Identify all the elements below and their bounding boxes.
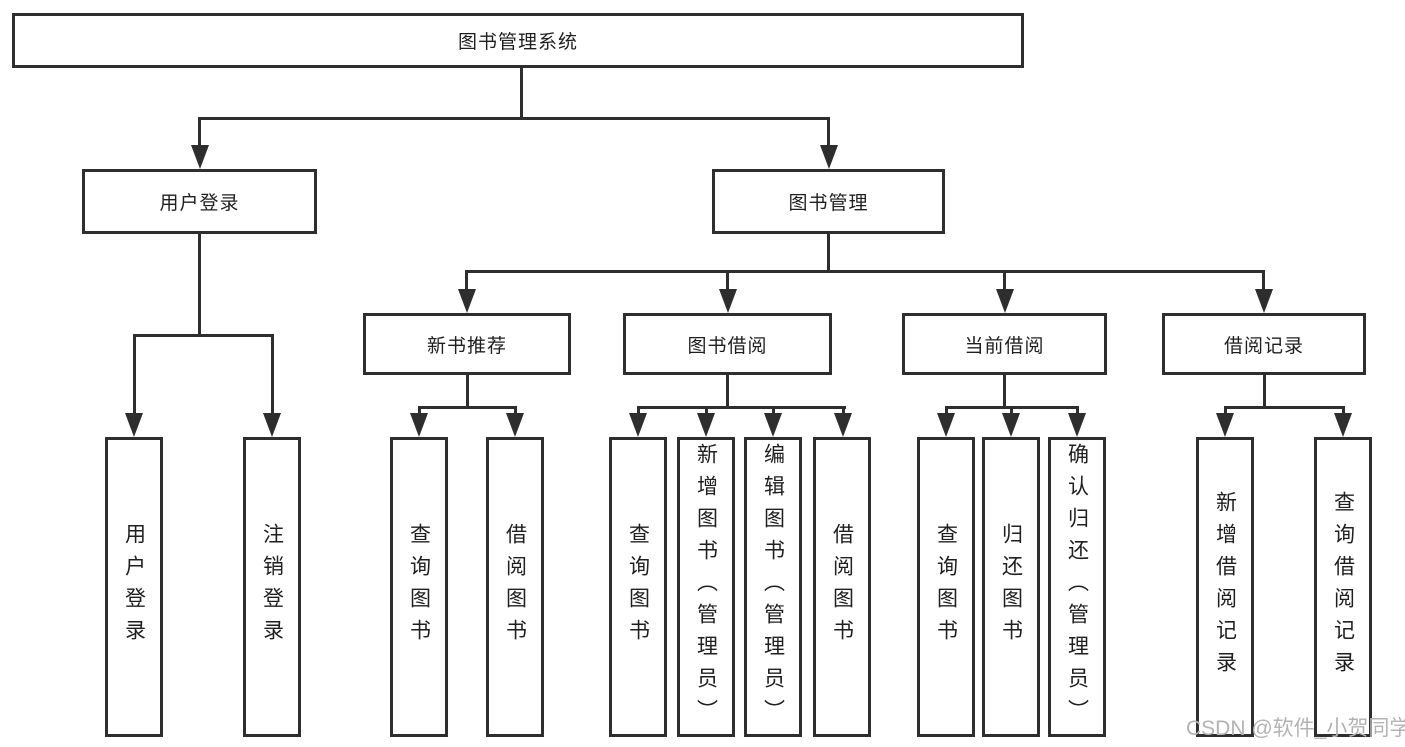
node-user-login: 用户登录: [82, 169, 317, 234]
leaf-label: 编辑图书（管理员）: [761, 443, 785, 731]
leaf-label: 查询借阅记录: [1331, 491, 1355, 683]
leaf-borrow-books: 借阅图书: [813, 437, 871, 737]
node-borrow-records: 借阅记录: [1162, 313, 1366, 375]
leaf-return-books: 归还图书: [982, 437, 1040, 737]
node-new-book-recommend: 新书推荐: [363, 313, 571, 375]
connector-book-mgmt-stem: [827, 117, 830, 150]
connector-level3-hline: [465, 270, 1265, 273]
arrow-to-book-borrow: [719, 289, 737, 313]
connector-new-books-stem: [465, 270, 468, 295]
leaf-label: 查询图书: [934, 523, 958, 651]
arrow-to-new-books: [458, 289, 476, 313]
leaf-add-books-admin: 新增图书（管理员）: [677, 437, 735, 737]
arrow-br-leaf2: [1334, 413, 1352, 437]
connector-current-borrow-vline: [1003, 375, 1006, 408]
arrow-to-book-mgmt: [820, 145, 838, 169]
connector-book-borrow-vline: [726, 375, 729, 408]
connector-borrow-records-vline: [1263, 375, 1266, 408]
leaf-logout-login: 注销登录: [243, 437, 301, 737]
arrow-to-leaf-login: [125, 413, 143, 437]
connector-br-leaf2-stem: [1342, 406, 1345, 418]
connector-new-books-branch-hline: [418, 406, 517, 409]
leaf-label: 借阅图书: [830, 523, 854, 651]
connector-current-borrow-stem: [1003, 270, 1006, 295]
leaf-query-borrow-record: 查询借阅记录: [1314, 437, 1372, 737]
node-book-management: 图书管理: [712, 169, 945, 234]
watermark: CSDN @软件_小贺同学: [1186, 717, 1405, 740]
leaf-borrow-books-recommend: 借阅图书: [486, 437, 544, 737]
leaf-label: 用户登录: [122, 523, 146, 651]
arrow-cb-leaf2: [1002, 413, 1020, 437]
arrow-cb-leaf3: [1068, 413, 1086, 437]
leaf-query-books-current: 查询图书: [917, 437, 975, 737]
connector-book-borrow-branch-hline: [637, 406, 846, 409]
connector-bb-leaf3-stem: [772, 406, 775, 418]
connector-borrow-records-branch-hline: [1224, 406, 1345, 409]
arrow-nb-leaf2: [506, 413, 524, 437]
leaf-label: 新增图书（管理员）: [694, 443, 718, 731]
arrow-to-user-login: [191, 145, 209, 169]
leaf-label: 新增借阅记录: [1213, 491, 1237, 683]
leaf-label: 查询图书: [407, 523, 431, 651]
arrow-nb-leaf1: [410, 413, 428, 437]
connector-br-leaf1-stem: [1224, 406, 1227, 418]
connector-cb-leaf1-stem: [945, 406, 948, 418]
connector-user-login-vline: [198, 233, 201, 336]
arrow-bb-leaf2: [697, 413, 715, 437]
leaf-label: 确认归还（管理员）: [1065, 443, 1089, 731]
leaf-confirm-return-admin: 确认归还（管理员）: [1048, 437, 1106, 737]
leaf-label: 注销登录: [260, 523, 284, 651]
connector-new-books-vline: [466, 375, 469, 408]
node-book-borrow: 图书借阅: [623, 313, 832, 375]
connector-user-login-stem: [198, 117, 201, 150]
connector-cb-leaf2-stem: [1010, 406, 1013, 418]
leaf-query-books-borrow: 查询图书: [609, 437, 667, 737]
leaf-query-books-recommend: 查询图书: [390, 437, 448, 737]
leaf-label: 归还图书: [999, 523, 1023, 651]
arrow-to-borrow-records: [1255, 289, 1273, 313]
node-root: 图书管理系统: [12, 13, 1024, 68]
arrow-br-leaf1: [1216, 413, 1234, 437]
arrow-bb-leaf4: [834, 413, 852, 437]
leaf-user-login: 用户登录: [105, 437, 163, 737]
connector-root-vline: [520, 67, 523, 119]
arrow-to-current-borrow: [996, 289, 1014, 313]
connector-user-login-branch-hline: [133, 334, 274, 337]
arrow-bb-leaf3: [764, 413, 782, 437]
connector-bb-leaf2-stem: [705, 406, 708, 418]
connector-borrow-records-stem: [1262, 270, 1265, 295]
leaf-label: 借阅图书: [503, 523, 527, 651]
arrow-bb-leaf1: [629, 413, 647, 437]
connector-cb-leaf3-stem: [1076, 406, 1079, 418]
connector-book-mgmt-vline: [827, 233, 830, 273]
connector-level2-hline: [198, 117, 830, 120]
leaf-label: 查询图书: [626, 523, 650, 651]
connector-nb-leaf1-stem: [418, 406, 421, 418]
leaf-edit-books-admin: 编辑图书（管理员）: [744, 437, 802, 737]
connector-nb-leaf2-stem: [514, 406, 517, 418]
arrow-cb-leaf1: [937, 413, 955, 437]
connector-book-borrow-stem: [726, 270, 729, 295]
arrow-to-leaf-logout: [263, 413, 281, 437]
connector-leaf-logout-stem: [271, 334, 274, 418]
connector-leaf-login-stem: [133, 334, 136, 418]
connector-bb-leaf1-stem: [637, 406, 640, 418]
leaf-add-borrow-record: 新增借阅记录: [1196, 437, 1254, 737]
connector-bb-leaf4-stem: [842, 406, 845, 418]
node-current-borrow: 当前借阅: [902, 313, 1107, 375]
